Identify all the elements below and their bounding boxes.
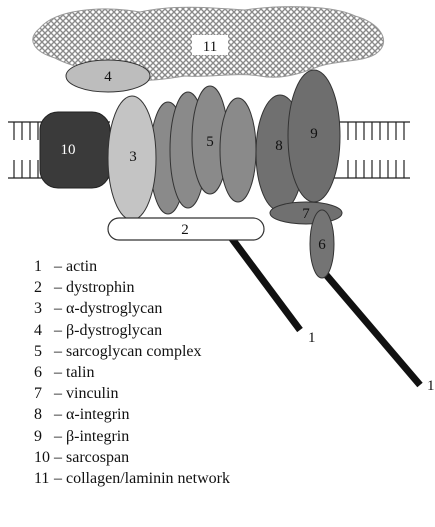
legend-item: 8 – α-integrin bbox=[34, 404, 230, 425]
label-9: 9 bbox=[310, 126, 318, 142]
legend-item: 6 – talin bbox=[34, 362, 230, 383]
legend: 1 – actin 2 – dystrophin 3 – α-dystrogly… bbox=[34, 256, 230, 489]
label-7: 7 bbox=[302, 206, 310, 222]
actin-filament-2 bbox=[322, 270, 420, 385]
legend-item: 11 – collagen/laminin network bbox=[34, 468, 230, 489]
legend-item: 3 – α-dystroglycan bbox=[34, 298, 230, 319]
actin-filament-1 bbox=[230, 236, 300, 330]
label-5: 5 bbox=[206, 134, 214, 150]
legend-item: 4 – β-dystroglycan bbox=[34, 320, 230, 341]
label-8: 8 bbox=[275, 138, 283, 154]
legend-item: 1 – actin bbox=[34, 256, 230, 277]
label-10: 10 bbox=[61, 142, 76, 158]
legend-item: 2 – dystrophin bbox=[34, 277, 230, 298]
sarcoglycan-subunit-4 bbox=[220, 98, 256, 202]
membrane-right bbox=[330, 122, 410, 178]
label-3: 3 bbox=[129, 149, 137, 165]
label-11: 11 bbox=[203, 39, 217, 55]
legend-item: 9 – β-integrin bbox=[34, 426, 230, 447]
legend-item: 5 – sarcoglycan complex bbox=[34, 341, 230, 362]
label-1: 1 bbox=[308, 330, 316, 346]
legend-item: 10 – sarcospan bbox=[34, 447, 230, 468]
label-1b: 1 bbox=[427, 378, 435, 394]
label-6: 6 bbox=[318, 237, 326, 253]
label-4: 4 bbox=[104, 69, 112, 85]
label-2: 2 bbox=[181, 222, 189, 238]
legend-item: 7 – vinculin bbox=[34, 383, 230, 404]
